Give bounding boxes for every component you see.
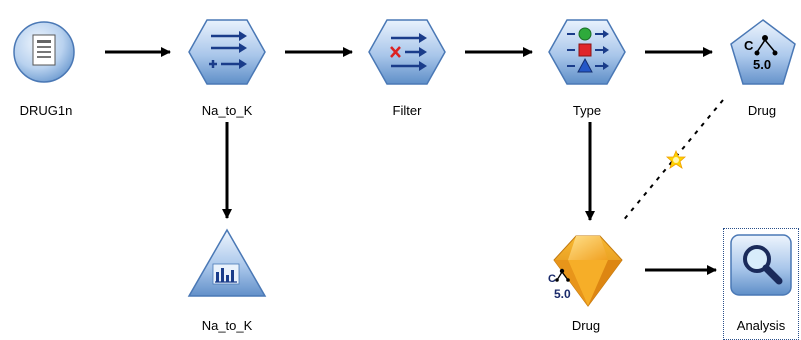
derive-arrows-icon bbox=[188, 19, 266, 85]
node-label-drug-nugget: Drug bbox=[571, 318, 601, 333]
histogram-icon bbox=[187, 228, 267, 297]
star-icon bbox=[665, 149, 687, 169]
node-drug-nugget[interactable]: C 5.0 bbox=[548, 232, 628, 308]
model-link-dashed bbox=[621, 99, 724, 223]
node-label-filter: Filter bbox=[392, 103, 422, 118]
node-label-drug1n: DRUG1n bbox=[19, 103, 73, 118]
node-label-drug-model: Drug bbox=[747, 103, 777, 118]
document-icon bbox=[13, 21, 75, 83]
node-filter[interactable] bbox=[367, 18, 447, 86]
node-drug1n[interactable] bbox=[12, 20, 76, 84]
node-drug-model[interactable]: C 5.0 bbox=[729, 18, 797, 88]
node-type[interactable] bbox=[547, 18, 627, 86]
node-na-to-k-graph[interactable] bbox=[187, 228, 267, 298]
magnifier-icon bbox=[730, 234, 792, 296]
svg-text:C: C bbox=[744, 38, 754, 53]
svg-text:C: C bbox=[548, 273, 556, 285]
node-na-to-k-derive[interactable] bbox=[187, 18, 267, 86]
node-label-type: Type bbox=[572, 103, 602, 118]
node-analysis[interactable] bbox=[729, 233, 793, 297]
c50-tree-icon: C 5.0 bbox=[730, 19, 796, 85]
c50-nugget-icon: C 5.0 bbox=[548, 235, 623, 307]
svg-text:5.0: 5.0 bbox=[753, 57, 771, 72]
node-label-na-to-k-derive: Na_to_K bbox=[201, 103, 253, 118]
node-label-analysis: Analysis bbox=[736, 318, 786, 333]
node-label-na-to-k-graph: Na_to_K bbox=[201, 318, 253, 333]
svg-text:5.0: 5.0 bbox=[554, 287, 571, 301]
type-icon bbox=[548, 19, 626, 85]
filter-icon bbox=[368, 19, 446, 85]
